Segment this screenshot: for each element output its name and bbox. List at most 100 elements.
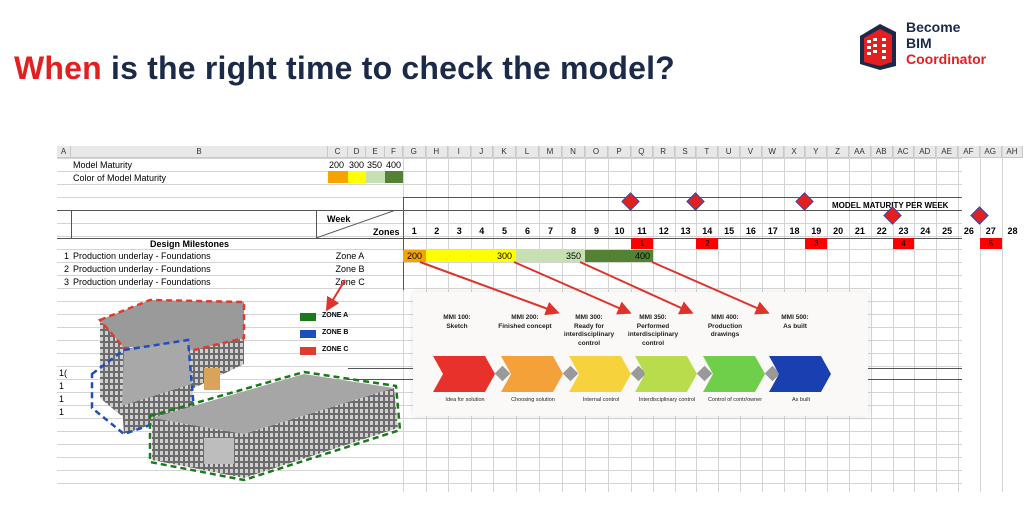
building-3d-model [90, 298, 402, 482]
maturity-bar: 350 [562, 250, 585, 262]
column-header-t: T [696, 146, 719, 158]
column-header-ac: AC [892, 146, 915, 158]
milestone-label: Production underlay - Foundations [73, 277, 211, 287]
logo-line-1: Become [906, 19, 961, 35]
week-label: Week [327, 214, 351, 224]
milestone-marker: 2 [696, 238, 719, 249]
milestone-label: Production underlay - Foundations [73, 251, 211, 261]
column-header-x: X [783, 146, 806, 158]
grid-col-line [979, 146, 981, 492]
column-header-af: AF [958, 146, 980, 158]
grid-col-line [892, 146, 894, 492]
column-header-r: R [652, 146, 675, 158]
column-header-b: B [71, 146, 328, 158]
grid-col-line [403, 146, 404, 492]
grid-row-line [57, 236, 962, 237]
milestone-label: Production underlay - Foundations [73, 264, 211, 274]
mmi-chevron [703, 356, 765, 392]
title-highlight: When [14, 50, 102, 86]
mmi-process-panel: MMI 100: Sketch MMI 200: Finished concept… [413, 292, 868, 416]
grid-row-line [57, 444, 962, 445]
milestone-marker: 3 [805, 238, 828, 249]
grid-col-line [1001, 146, 1003, 492]
grid-row-line [57, 184, 962, 185]
row-number: 3 [63, 277, 69, 287]
column-header-d: D [348, 146, 366, 158]
maturity-per-week-title: MODEL MATURITY PER WEEK [832, 201, 949, 210]
sheet-divider [57, 238, 962, 239]
column-header-y: Y [805, 146, 828, 158]
maturity-bar [516, 250, 562, 262]
column-header-ab: AB [870, 146, 893, 158]
grid-row-line [57, 470, 962, 471]
mmi-chevron [569, 356, 631, 392]
zone-legend-label: ZONE B [322, 329, 349, 336]
mmi-title: MMI 400: Production drawings [707, 314, 743, 338]
week-number: 10 [614, 226, 625, 236]
maturity-value: 200 [329, 160, 345, 170]
maturity-color-swatch [366, 171, 385, 183]
mmi-chevrons [433, 356, 831, 392]
column-header-g: G [403, 146, 426, 158]
grid-row-line [57, 171, 962, 172]
grid-col-line [870, 146, 872, 492]
maturity-bar: 400 [631, 250, 653, 262]
model-maturity-label: Model Maturity [73, 160, 133, 170]
row-number: 1( [59, 368, 68, 378]
column-header-k: K [493, 146, 516, 158]
week-number: 12 [658, 226, 669, 236]
mmi-title: MMI 500: As built [781, 314, 809, 330]
week-number: 26 [963, 226, 974, 236]
grid-row-line [57, 431, 962, 432]
maturity-color-swatch [348, 171, 366, 183]
maturity-bar [585, 250, 631, 262]
mmi-step-label: Control of contr/owner [707, 397, 763, 403]
milestones-header: Design Milestones [150, 239, 230, 249]
sheet-divider [403, 197, 404, 290]
zone-swatch [300, 347, 316, 355]
column-header-e: E [366, 146, 385, 158]
milestone-diamond [621, 192, 640, 211]
mmi-chevron [769, 356, 831, 392]
mmi-title: MMI 100: Sketch [443, 314, 471, 330]
grid-col-line [958, 146, 959, 492]
milestone-marker: 1 [631, 238, 653, 249]
column-header-u: U [718, 146, 740, 158]
column-header-v: V [740, 146, 762, 158]
maturity-value: 400 [386, 160, 402, 170]
week-number: 19 [811, 226, 822, 236]
maturity-bar: 200 [403, 250, 426, 262]
column-header-ag: AG [979, 146, 1002, 158]
mmi-step-label: Internal control [582, 397, 620, 403]
grid-row-line [57, 158, 962, 159]
column-header-m: M [539, 146, 562, 158]
week-number: 18 [789, 226, 800, 236]
week-number: 8 [570, 226, 576, 236]
week-number: 15 [724, 226, 735, 236]
week-number: 16 [745, 226, 756, 236]
column-header-q: Q [631, 146, 653, 158]
column-header-i: I [448, 146, 471, 158]
week-number: 13 [680, 226, 691, 236]
mmi-title: MMI 200: Finished concept [498, 314, 552, 330]
sheet-divider [71, 210, 72, 238]
column-header-aa: AA [849, 146, 871, 158]
page-title: When is the right time to check the mode… [14, 50, 675, 87]
column-header-l: L [516, 146, 539, 158]
grid-row-line [57, 418, 962, 419]
zone-swatch [300, 313, 316, 321]
week-number: 22 [876, 226, 887, 236]
week-number: 25 [942, 226, 953, 236]
week-number: 5 [501, 226, 507, 236]
logo-line-2: BIM [906, 35, 932, 51]
week-number: 11 [637, 226, 647, 236]
maturity-bar: 300 [493, 250, 516, 262]
milestone-marker: 4 [892, 238, 915, 249]
week-number: 7 [547, 226, 553, 236]
row-number: 1 [59, 394, 65, 404]
logo-text: Become BIM Coordinator [906, 19, 986, 67]
week-number: 20 [833, 226, 844, 236]
column-header-f: F [385, 146, 403, 158]
sheet-divider [57, 210, 962, 211]
maturity-bar [425, 250, 493, 262]
